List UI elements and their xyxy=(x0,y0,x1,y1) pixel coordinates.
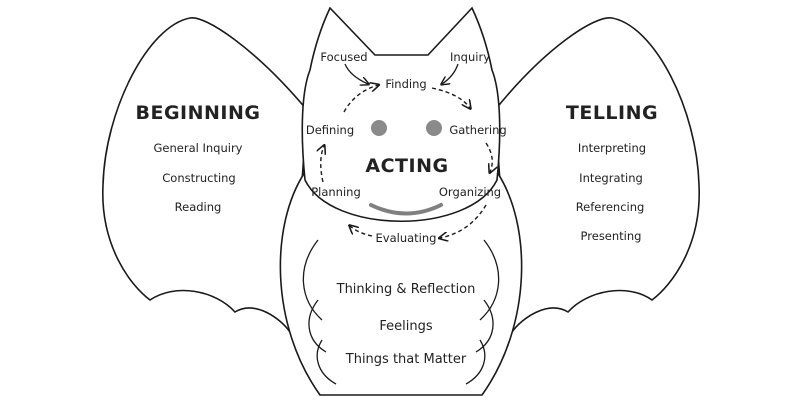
entry-inquiry: Inquiry xyxy=(450,50,490,64)
cycle-arrow-gathering-organizing xyxy=(485,142,492,172)
focused-arrow xyxy=(344,63,368,84)
right-wing-item: Integrating xyxy=(579,171,643,185)
cycle-arrow-evaluating-planning xyxy=(350,226,373,237)
right-wing-item: Referencing xyxy=(576,200,645,214)
left-wing-item: Constructing xyxy=(162,171,236,185)
body-ridge-left-3 xyxy=(316,339,337,385)
body-ridge-left-2 xyxy=(308,299,327,353)
body-ridge-left-1 xyxy=(302,239,323,321)
left-wing-title: BEGINNING xyxy=(136,102,261,124)
center-title: ACTING xyxy=(365,155,448,177)
entry-focused: Focused xyxy=(320,50,367,64)
bat-head xyxy=(301,6,501,222)
body-ridge-right-1 xyxy=(479,239,500,321)
right-wing-title: TELLING xyxy=(566,102,658,124)
cycle-item-gathering: Gathering xyxy=(449,123,506,137)
left-wing-item: Reading xyxy=(175,200,222,214)
cycle-arrow-planning-defining xyxy=(321,146,324,183)
cycle-item-finding: Finding xyxy=(385,77,426,91)
smile xyxy=(369,203,443,216)
cycle-arrow-organizing-evaluating xyxy=(440,204,487,238)
cycle-arrow-finding-gathering xyxy=(431,87,470,108)
body-item: Feelings xyxy=(379,319,432,334)
right-wing-item: Interpreting xyxy=(578,141,646,155)
cycle-item-organizing: Organizing xyxy=(439,185,501,199)
body-item: Things that Matter xyxy=(345,352,467,367)
cycle-arrow-defining-finding xyxy=(343,85,378,113)
inquiry-arrow xyxy=(442,63,459,84)
cycle-item-evaluating: Evaluating xyxy=(376,231,437,245)
left-eye xyxy=(371,120,387,136)
left-wing-item: General Inquiry xyxy=(154,141,243,155)
bat-body xyxy=(279,171,523,396)
body-ridge-right-2 xyxy=(475,299,494,353)
right-wing-item: Presenting xyxy=(581,229,642,243)
body-item: Thinking & Reflection xyxy=(336,282,476,297)
cycle-item-defining: Defining xyxy=(306,123,354,137)
right-eye xyxy=(426,120,442,136)
cycle-item-planning: Planning xyxy=(311,185,361,199)
body-ridge-right-3 xyxy=(465,339,486,385)
